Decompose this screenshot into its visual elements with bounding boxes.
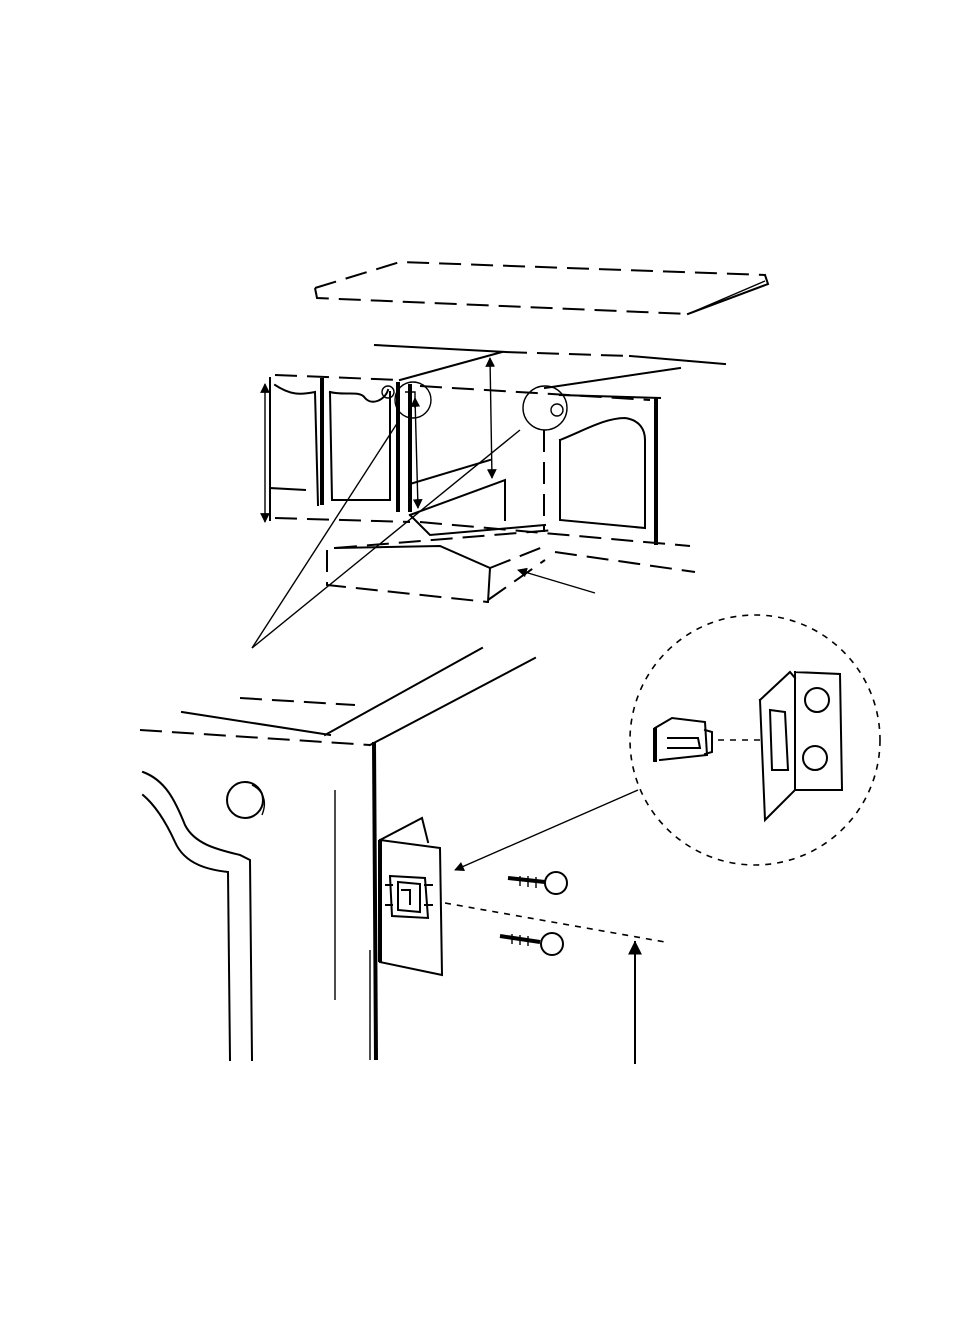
top-panel — [315, 262, 768, 314]
lower-cabinet — [140, 648, 535, 1060]
mounting-bracket — [380, 818, 442, 975]
base-rail — [327, 530, 595, 602]
alignment-line — [445, 903, 665, 942]
upper-cabinet — [265, 345, 725, 572]
bracket-detail-circle — [455, 615, 880, 870]
screw-lower — [500, 933, 563, 955]
leader-lines — [252, 422, 520, 648]
screw-upper — [508, 872, 567, 894]
